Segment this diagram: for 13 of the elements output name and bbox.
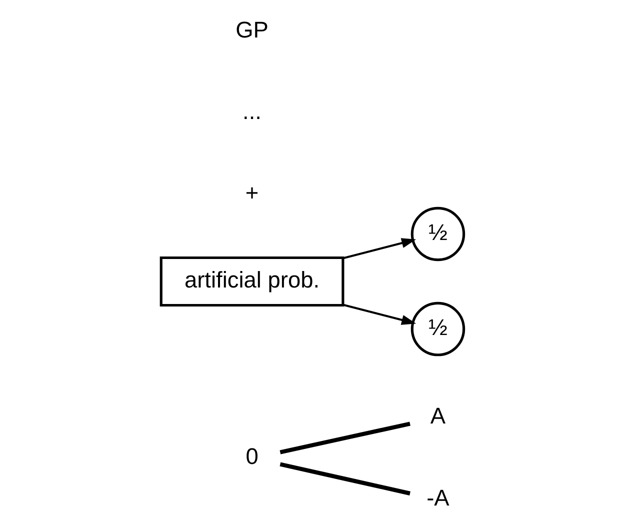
arrow [342, 238, 416, 260]
node-circle: ½ [410, 302, 466, 356]
connector [280, 422, 410, 454]
node-box: artificial prob. [160, 256, 344, 307]
node-circle: ½ [410, 206, 466, 262]
node-text: A [430, 402, 446, 429]
label: + [245, 180, 259, 206]
node-text: -A [426, 484, 450, 510]
connector [280, 462, 410, 496]
label: GP [236, 16, 268, 42]
node-text: 0 [246, 442, 258, 469]
label: ... [242, 98, 262, 124]
arrow [342, 304, 416, 325]
